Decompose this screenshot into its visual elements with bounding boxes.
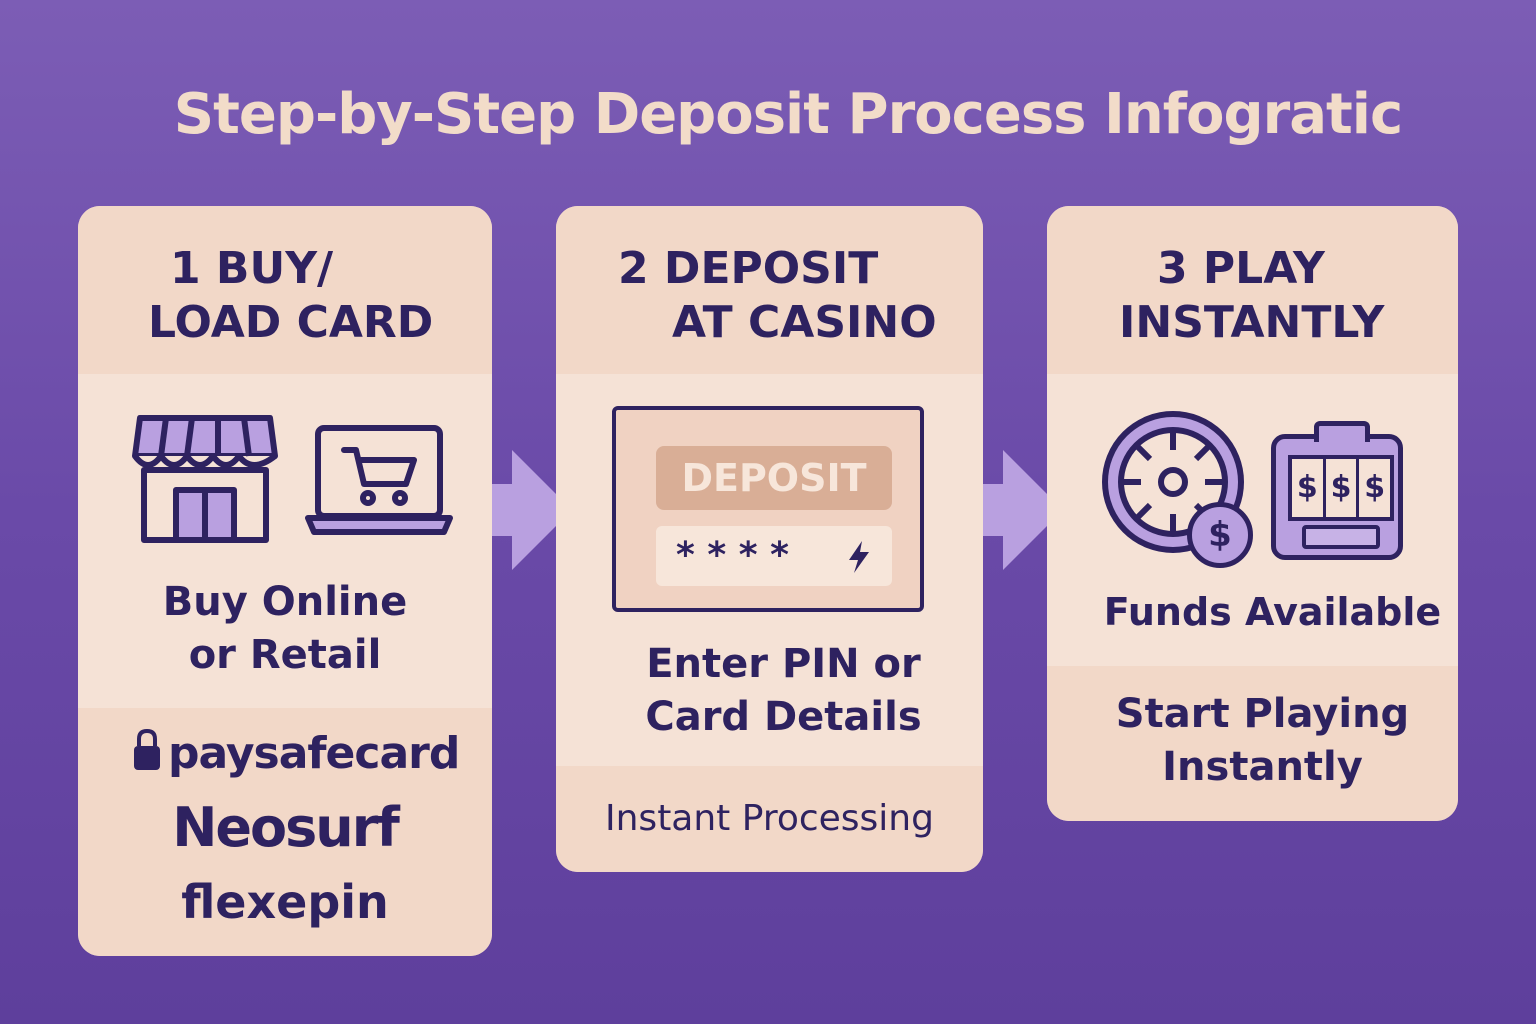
slot-handle xyxy=(1314,421,1370,442)
brand-neosurf: Neosurf xyxy=(172,796,400,859)
slot-reel: $ xyxy=(1292,459,1326,517)
storefront-icon xyxy=(132,415,278,543)
step-footer: Start Playing xyxy=(1115,691,1410,737)
pin-field: * * * * xyxy=(656,526,892,586)
step-caption: Buy Online xyxy=(162,579,408,625)
slot-machine-icon: $ $ $ xyxy=(1271,421,1403,560)
slot-reels: $ $ $ xyxy=(1288,455,1394,521)
step-card-play: 3 PLAY INSTANTLY $ $ $ $ Funds Available… xyxy=(1047,206,1458,821)
pin-mask: * * * * xyxy=(676,535,789,576)
dollar-coin-icon: $ xyxy=(1187,502,1253,568)
lightning-icon xyxy=(849,541,869,573)
deposit-screen-icon: DEPOSIT * * * * xyxy=(612,406,924,612)
deposit-button: DEPOSIT xyxy=(656,446,892,510)
step-caption: or Retail xyxy=(188,632,382,678)
lock-icon xyxy=(134,728,160,770)
arrow-right-icon xyxy=(492,450,572,570)
step-card-deposit: 2 DEPOSIT AT CASINO DEPOSIT * * * * Ente… xyxy=(556,206,983,872)
step-heading: 3 PLAY xyxy=(1157,243,1325,294)
step-caption: Enter PIN or xyxy=(646,641,921,687)
step-heading: LOAD CARD xyxy=(148,297,434,348)
slot-reel: $ xyxy=(1364,470,1386,505)
slot-reel: $ xyxy=(1326,459,1360,517)
step-heading: INSTANTLY xyxy=(1119,297,1385,348)
page-title: Step-by-Step Deposit Process Infogratic xyxy=(173,82,1403,147)
brand-paysafecard: paysafecard xyxy=(168,728,460,779)
step-card-buy: 1 BUY/ LOAD CARD Buy Online or Retail pa… xyxy=(78,206,492,956)
step-caption: Funds Available xyxy=(1103,590,1442,634)
slot-tray xyxy=(1302,525,1380,549)
arrow-right-icon xyxy=(983,450,1063,570)
brand-flexepin: flexepin xyxy=(181,875,389,929)
step-caption: Card Details xyxy=(645,694,922,740)
laptop-cart-icon xyxy=(305,425,453,535)
coin-symbol: $ xyxy=(1208,515,1232,555)
step-footer: Instantly xyxy=(1162,744,1363,790)
step-heading: 2 DEPOSIT xyxy=(618,243,879,294)
step-footer: Instant Processing xyxy=(605,798,934,839)
step-heading: AT CASINO xyxy=(672,297,937,348)
step-heading: 1 BUY/ xyxy=(170,243,334,294)
